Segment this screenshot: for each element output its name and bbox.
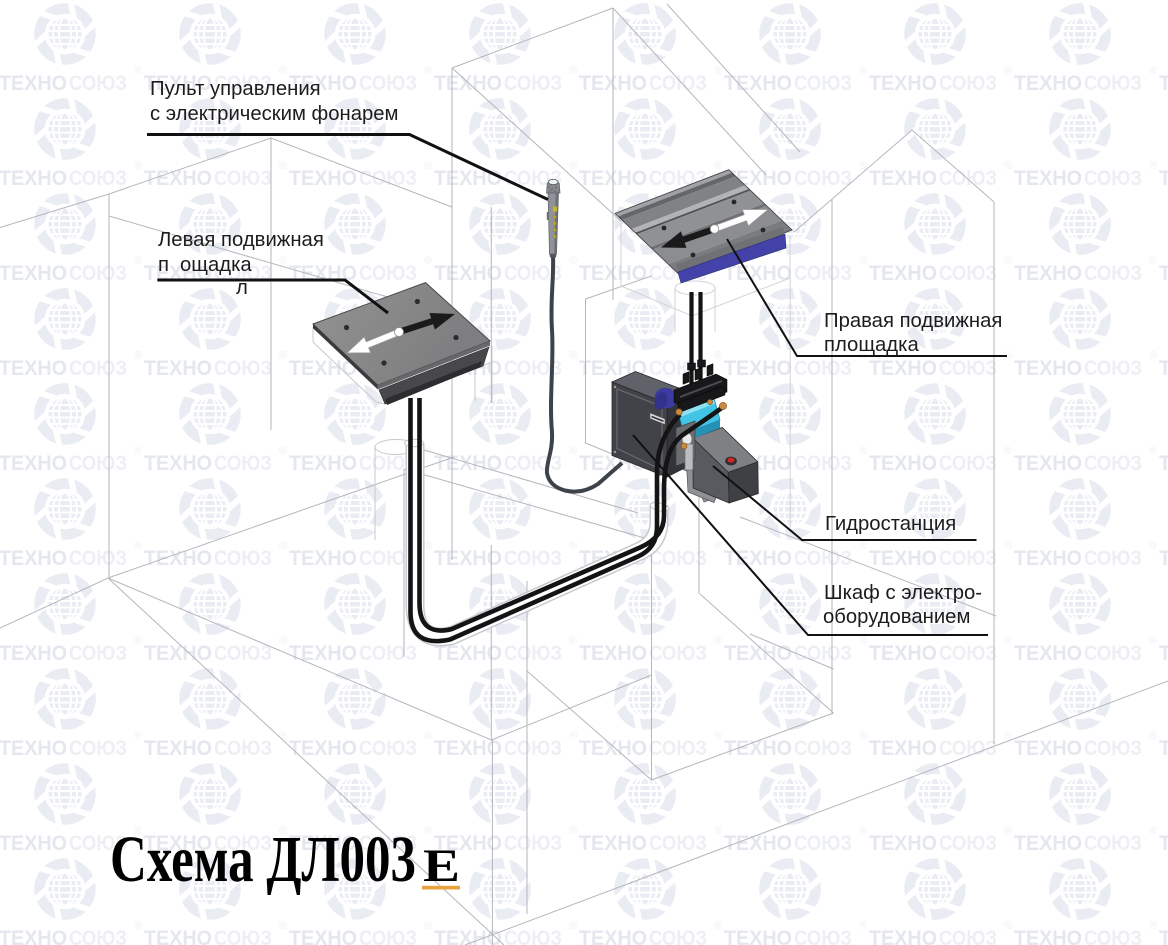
svg-text:площадка: площадка: [824, 334, 919, 356]
svg-text:Пульт управления: Пульт управления: [150, 78, 321, 100]
svg-text:оборудованием: оборудованием: [823, 606, 970, 628]
svg-text:Гидростанция: Гидростанция: [825, 513, 956, 535]
svg-text:ощадка: ощадка: [180, 254, 252, 276]
svg-text:п: п: [158, 254, 169, 276]
svg-text:Левая подвижная: Левая подвижная: [158, 229, 324, 251]
svg-text:с электрическим фонарем: с электрическим фонарем: [150, 103, 399, 125]
svg-text:Е: Е: [423, 840, 460, 892]
svg-text:л: л: [236, 277, 248, 299]
svg-text:Шкаф с электро-: Шкаф с электро-: [824, 582, 982, 604]
svg-text:Схема ДЛ003: Схема ДЛ003: [110, 823, 416, 896]
svg-text:Правая подвижная: Правая подвижная: [824, 310, 1002, 332]
